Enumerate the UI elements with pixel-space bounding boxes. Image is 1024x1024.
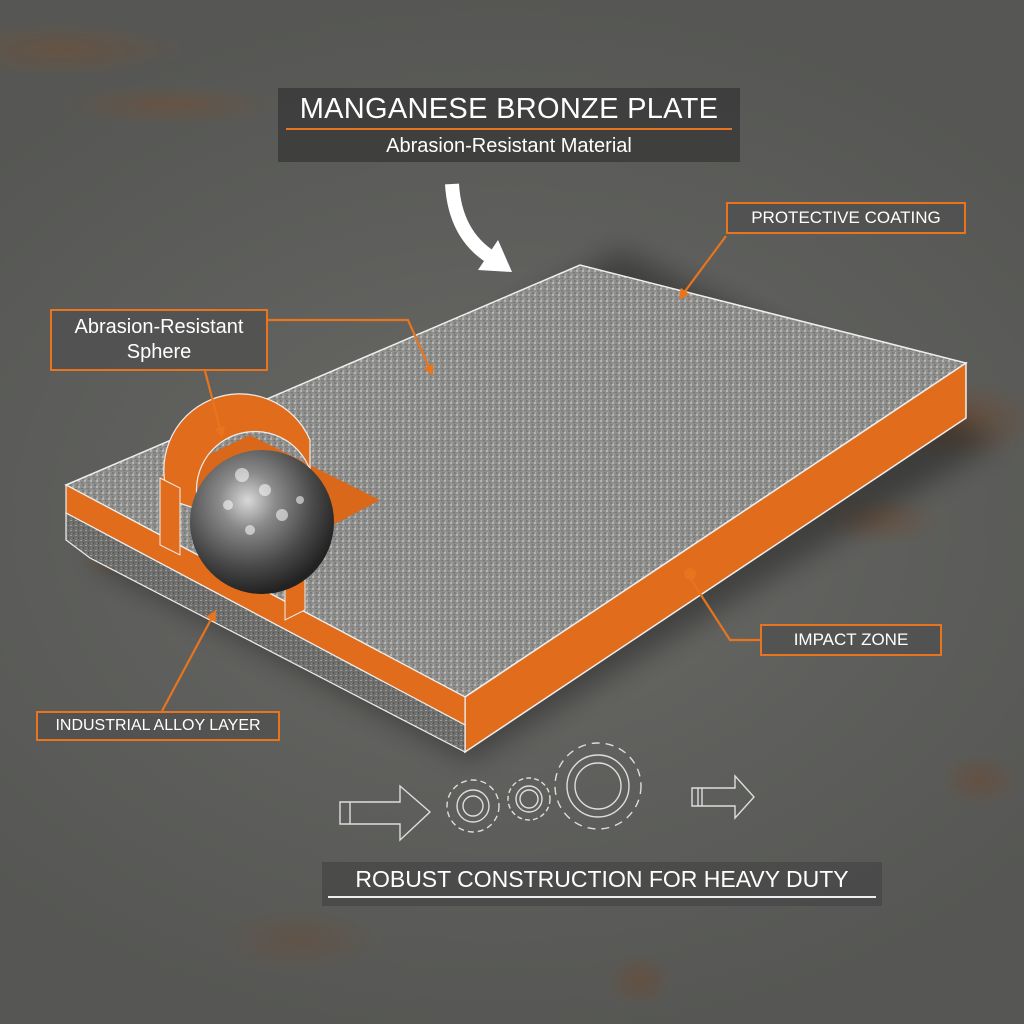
- pocket-orange-rim: [163, 393, 311, 511]
- curved-arrow-icon: [445, 183, 496, 264]
- callout-abrasion-resistant-sphere: Abrasion-Resistant Sphere: [50, 309, 268, 371]
- callout-protective-coating: PROTECTIVE COATING: [726, 202, 966, 234]
- callout-sphere-line2: Sphere: [126, 341, 192, 363]
- pocket-wall-left: [159, 477, 181, 556]
- footer-divider: [328, 896, 876, 898]
- impact-zone-marker: [684, 568, 696, 580]
- callout-impact-zone: IMPACT ZONE: [760, 624, 942, 656]
- gear-icon: [507, 777, 551, 821]
- title-banner: MANGANESE BRONZE PLATE Abrasion-Resistan…: [278, 88, 740, 162]
- footer-banner: ROBUST CONSTRUCTION FOR HEAVY DUTY: [322, 862, 882, 906]
- abrasion-resistant-sphere: [190, 450, 334, 594]
- title-divider: [286, 128, 732, 130]
- callout-industrial-alloy-layer: INDUSTRIAL ALLOY LAYER: [36, 711, 280, 741]
- gear-icon: [554, 742, 642, 830]
- sphere-highlights: [223, 468, 304, 535]
- curved-arrow-head-icon: [478, 240, 512, 272]
- input-arrow-icon: [339, 784, 432, 842]
- callout-sphere-line1: Abrasion-Resistant: [74, 316, 244, 338]
- alloy-layer-face: [65, 512, 466, 753]
- footer-tagline: ROBUST CONSTRUCTION FOR HEAVY DUTY: [355, 866, 849, 892]
- page-title: MANGANESE BRONZE PLATE: [299, 93, 719, 125]
- gear-icon: [446, 779, 500, 833]
- callout-leaders: [161, 235, 760, 712]
- output-arrow-icon: [691, 774, 755, 820]
- process-icons: [339, 742, 755, 842]
- page-subtitle: Abrasion-Resistant Material: [386, 135, 632, 157]
